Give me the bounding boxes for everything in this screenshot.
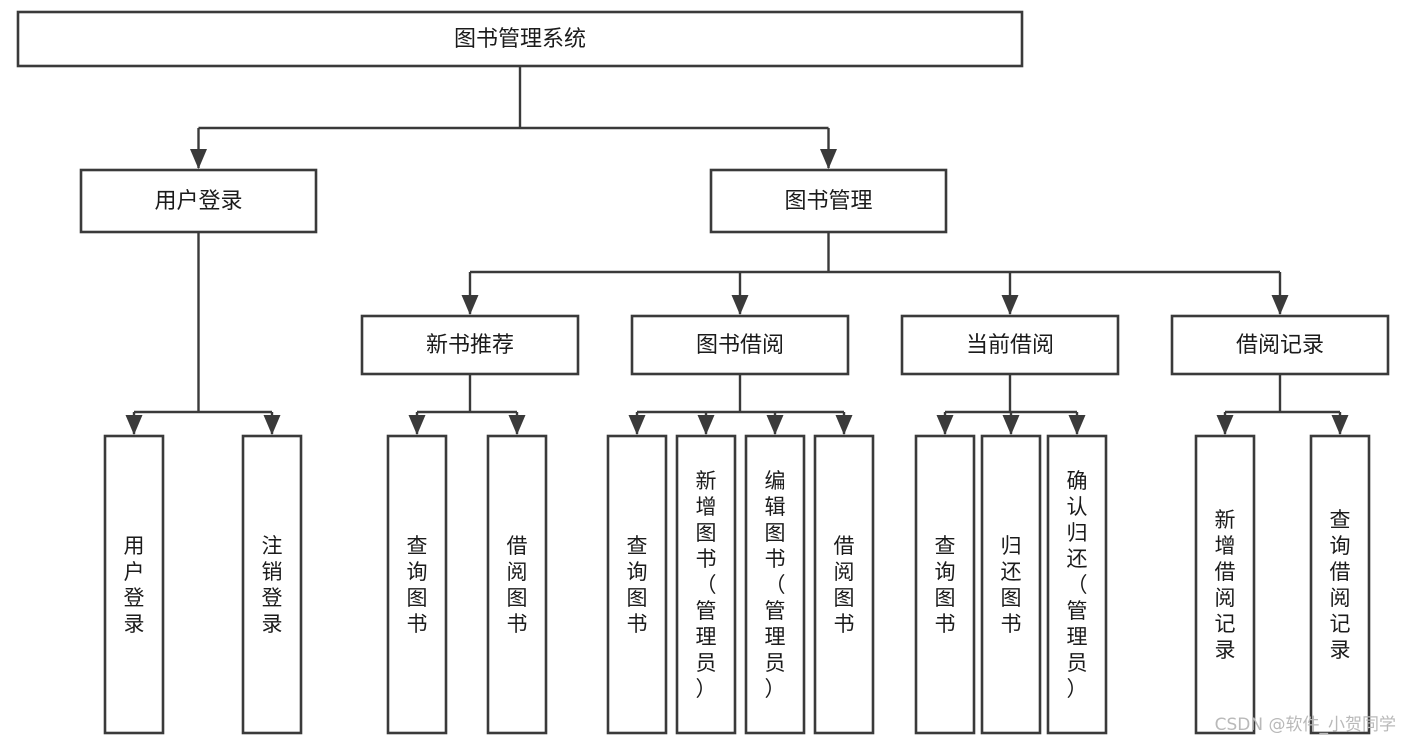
root-node-box[interactable]	[16, 10, 1024, 68]
level2-node-0-box[interactable]	[79, 168, 318, 234]
leaf-node-5-box[interactable]	[675, 434, 737, 735]
level2-node-1-label: 图书管理	[784, 189, 872, 214]
level2-node-1-box[interactable]	[709, 168, 948, 234]
level2-node-0[interactable]: 用户登录	[79, 168, 318, 234]
level3-node-2[interactable]: 当前借阅	[900, 314, 1120, 376]
leaf-node-7[interactable]: 借阅图书	[813, 434, 875, 735]
arrow-head-icon	[1331, 415, 1349, 435]
level3-node-1[interactable]: 图书借阅	[630, 314, 850, 376]
arrow-head-icon	[190, 149, 207, 169]
arrow-head-icon	[731, 295, 749, 315]
leaf-node-12-box[interactable]	[1309, 434, 1371, 735]
leaf-node-9[interactable]: 归还图书	[980, 434, 1042, 735]
leaf-node-11[interactable]: 新增借阅记录	[1194, 434, 1256, 735]
leaf-node-6[interactable]: 编辑图书（管理员）	[744, 434, 806, 735]
leaf-node-12-label: 查询借阅记录	[1330, 508, 1351, 662]
csdn-watermark: CSDN @软件_小贺同学	[1215, 715, 1396, 735]
arrow-head-icon	[820, 149, 837, 169]
leaf-node-4-label: 查询图书	[627, 534, 648, 636]
leaf-node-10-box[interactable]	[1046, 434, 1108, 735]
leaf-node-10-label: 确认归还（管理员）	[1067, 469, 1088, 701]
arrow-head-icon	[508, 415, 526, 435]
leaf-node-11-box[interactable]	[1194, 434, 1256, 735]
leaf-node-4[interactable]: 查询图书	[606, 434, 668, 735]
level3-node-3-label: 借阅记录	[1236, 333, 1324, 358]
level3-node-2-label: 当前借阅	[966, 333, 1054, 358]
leaf-node-7-box[interactable]	[813, 434, 875, 735]
level3-node-2-box[interactable]	[900, 314, 1120, 376]
arrow-head-icon	[936, 415, 954, 435]
leaf-node-2-box[interactable]	[386, 434, 448, 735]
leaf-node-0-box[interactable]	[103, 434, 165, 735]
level3-node-0-box[interactable]	[360, 314, 580, 376]
leaf-node-5[interactable]: 新增图书（管理员）	[675, 434, 737, 735]
root-node-label: 图书管理系统	[454, 27, 586, 52]
arrow-head-icon	[1271, 295, 1289, 315]
leaf-node-11-label: 新增借阅记录	[1215, 508, 1236, 662]
arrow-head-icon	[263, 415, 281, 435]
leaf-node-0[interactable]: 用户登录	[103, 434, 165, 735]
level2-node-0-label: 用户登录	[154, 189, 242, 214]
arrow-head-icon	[408, 415, 426, 435]
level3-node-3[interactable]: 借阅记录	[1170, 314, 1390, 376]
root-node[interactable]: 图书管理系统	[16, 10, 1024, 68]
leaf-node-8-label: 查询图书	[935, 534, 956, 636]
leaf-node-3[interactable]: 借阅图书	[486, 434, 548, 735]
leaf-node-10[interactable]: 确认归还（管理员）	[1046, 434, 1108, 735]
level2-node-1[interactable]: 图书管理	[709, 168, 948, 234]
arrow-head-icon	[1068, 415, 1086, 435]
arrow-head-icon	[628, 415, 646, 435]
arrow-head-icon	[1001, 295, 1019, 315]
leaf-node-8-box[interactable]	[914, 434, 976, 735]
connectors-layer	[125, 66, 1349, 435]
level3-node-1-box[interactable]	[630, 314, 850, 376]
level3-node-1-label: 图书借阅	[696, 333, 784, 358]
leaf-node-2[interactable]: 查询图书	[386, 434, 448, 735]
boxes-layer: 图书管理系统用户登录图书管理新书推荐图书借阅当前借阅借阅记录用户登录注销登录查询…	[16, 10, 1390, 735]
leaf-node-9-label: 归还图书	[1001, 534, 1022, 636]
leaf-node-9-box[interactable]	[980, 434, 1042, 735]
arrow-head-icon	[125, 415, 143, 435]
leaf-node-3-box[interactable]	[486, 434, 548, 735]
leaf-node-1-label: 注销登录	[262, 534, 283, 636]
arrow-head-icon	[461, 295, 479, 315]
level3-node-0[interactable]: 新书推荐	[360, 314, 580, 376]
arrow-head-icon	[697, 415, 715, 435]
level3-node-3-box[interactable]	[1170, 314, 1390, 376]
arrow-head-icon	[1216, 415, 1234, 435]
leaf-node-0-label: 用户登录	[124, 534, 145, 636]
leaf-node-1-box[interactable]	[241, 434, 303, 735]
leaf-node-7-label: 借阅图书	[834, 534, 855, 636]
leaf-node-4-box[interactable]	[606, 434, 668, 735]
leaf-node-3-label: 借阅图书	[507, 534, 528, 636]
leaf-node-6-label: 编辑图书（管理员）	[765, 469, 786, 701]
leaf-node-6-box[interactable]	[744, 434, 806, 735]
leaf-node-1[interactable]: 注销登录	[241, 434, 303, 735]
arrow-head-icon	[835, 415, 853, 435]
leaf-node-8[interactable]: 查询图书	[914, 434, 976, 735]
arrow-head-icon	[1002, 415, 1020, 435]
leaf-node-5-label: 新增图书（管理员）	[696, 469, 717, 701]
level3-node-0-label: 新书推荐	[426, 333, 514, 358]
leaf-node-12[interactable]: 查询借阅记录	[1309, 434, 1371, 735]
leaf-node-2-label: 查询图书	[407, 534, 428, 636]
arrow-head-icon	[766, 415, 784, 435]
